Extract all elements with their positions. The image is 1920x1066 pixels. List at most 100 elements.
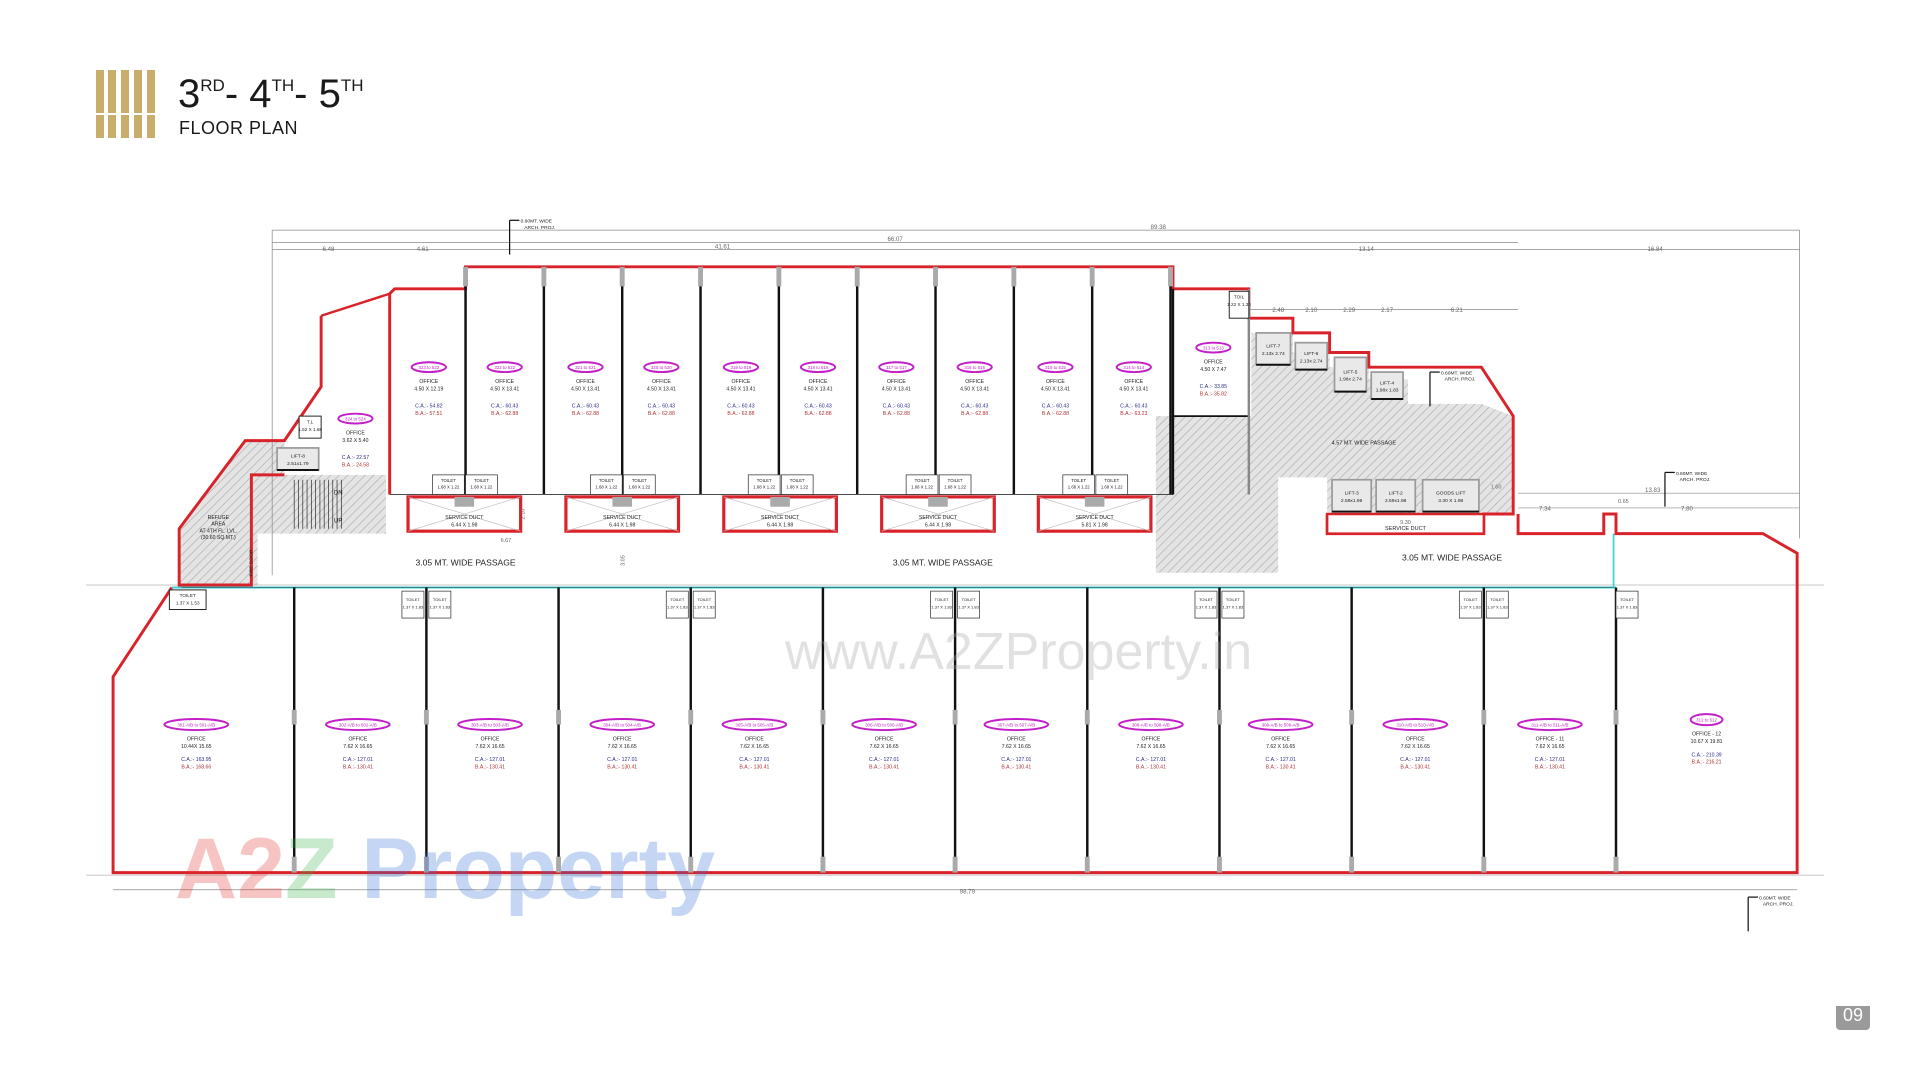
unit-tag-ellipse [983,718,1050,732]
title-suffix: RD [200,76,225,95]
unit-tag-ellipse [1689,713,1724,727]
toilet-label: TOILET [1620,597,1635,602]
unit-tag-ellipse [722,361,760,374]
refuge-label: AREA [211,522,226,528]
page-number: 09 [1836,1006,1870,1030]
built-area: B.A.:- 62.88 [491,411,518,417]
column [854,266,860,287]
duct-cross [881,496,995,532]
title-suffix: TH [271,76,295,95]
office-type: OFFICE [1271,736,1290,742]
passage-label: 3.05 MT. WIDE PASSAGE [1402,553,1502,563]
arch-proj-note: ARCH. PROJ. [1763,902,1794,908]
dimension-label: 6.48 [323,246,335,253]
unit-tag: 318 to 518 [808,365,829,370]
dimension-label: 9.30 [1400,520,1411,526]
built-area: B.A.:- 130.41 [607,765,637,771]
carpet-area: C.A.:- 60.43 [961,404,988,410]
lift-name: LIFT-2 [1389,490,1403,496]
office-type: OFFICE [875,736,894,742]
service-duct-size: 6.44 X 1.98 [767,522,793,528]
lift-name: LIFT-3 [1345,490,1359,496]
office-type: OFFICE [652,379,671,385]
carpet-area: C.A.:- 60.43 [648,404,675,410]
column [541,266,547,287]
built-area: B.A.:- 57.51 [415,411,442,417]
unit-tag-ellipse [325,718,391,732]
unit-tag: 316 to 516 [964,365,985,370]
office-type: OFFICE [965,379,984,385]
toilet-label: TOILET [632,478,647,483]
staircase [257,474,386,534]
unit-tag: 310-A/B to 510-A/B [1396,722,1434,727]
office-size: 4.50 X 13.41 [1041,386,1070,392]
toilet [665,590,689,619]
toilet [428,590,452,619]
lift-shaft [1375,478,1417,513]
service-duct-size: 6.44 X 1.98 [451,522,477,528]
duct-shaft [928,496,948,507]
column [1168,266,1173,287]
carpet-area: C.A.:- 60.43 [727,404,754,410]
built-area: B.A.:- 62.88 [1042,411,1069,417]
unit-tag-ellipse [1118,718,1184,732]
fire-door-label: FIRE DOOR [249,549,255,577]
service-duct-size: 6.44 X 1.98 [609,522,635,528]
column [820,709,826,725]
toilet [780,474,814,495]
toilet [623,474,656,495]
unit-tag-ellipse [721,718,788,732]
service-duct [1325,512,1486,535]
dimension-label: 6.67 [501,538,512,544]
toilet-size: 1.68 X 1.22 [595,484,617,489]
service-duct-label: SERVICE DUCT [603,515,642,521]
unit-tag: 319 to 519 [731,365,752,370]
column [1613,709,1619,725]
column [1349,856,1355,873]
toilet-label: TOILET [1071,478,1086,483]
carpet-area: C.A.:- 60.43 [572,404,599,410]
lift-size: 2.13x 2.74 [1262,351,1285,357]
carpet-area: C.A.:- 60.43 [883,404,910,410]
service-duct-size: 6.44 X 1.98 [925,522,951,528]
lift-size: 2.59x1.98 [1385,498,1407,504]
unit-tag: 313 to 513 [1203,345,1224,350]
unit-tag-ellipse [1115,361,1152,374]
toilet-label: TOILET [1104,478,1119,483]
toilet-label: TOILET [1490,597,1505,602]
unit-tag: 302-A/B to 502-A/B [339,722,377,727]
toilet-size: 1.52 X 1.68 [298,427,322,432]
column [1481,856,1487,873]
toilet-label: TOILET [670,597,685,602]
unit-tag-ellipse [1382,718,1449,732]
duct-shaft [770,496,790,507]
page-subtitle: FLOOR PLAN [179,118,299,138]
office-type: OFFICE [348,736,367,742]
dimension-label: 2.29 [1343,307,1355,314]
unit-tag-ellipse [567,361,604,374]
column [776,266,782,287]
built-area: B.A.:- 130.41 [869,765,899,771]
toilet-size: 1.37 X 1.83 [1617,604,1638,609]
office-type: OFFICE - 12 [1692,732,1721,738]
office-type: OFFICE [887,379,906,385]
lift-size: 1.98x 2.74 [1339,377,1362,383]
toilet-size: 1.68 X 1.22 [944,484,966,489]
built-area: B.A.:- 168.66 [181,765,211,771]
title-part: 3 [178,72,201,116]
toilet [930,590,954,619]
toilet [1095,474,1129,495]
carpet-area: C.A.:- 60.43 [1120,404,1147,410]
dimension-label: 7.80 [1681,505,1693,512]
unit-tag-ellipse [878,361,915,374]
carpet-area: C.A.:- 127.01 [739,757,769,763]
toilet-size: 1.37 X 1.83 [430,604,451,609]
unit-tag: 314 to 514 [1123,365,1144,370]
page-title: 3RD- 4TH- 5TH [178,72,364,117]
column [556,709,562,725]
office-size: 4.50 X 13.41 [726,386,755,392]
carpet-area: C.A.:- 210.39 [1691,752,1721,758]
unit-tag: 322 to 522 [494,365,515,370]
column [423,856,429,873]
unit-tag: 309-A/B to 509-A/B [1262,722,1300,727]
